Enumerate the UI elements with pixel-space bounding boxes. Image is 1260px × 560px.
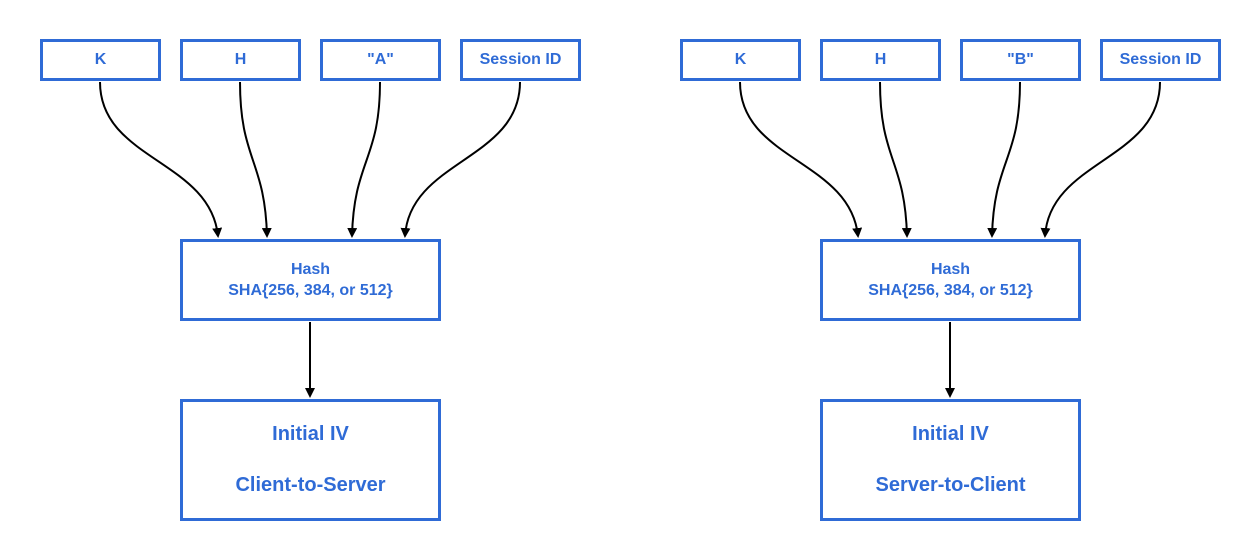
- hash-box: Hash SHA{256, 384, or 512}: [820, 239, 1081, 321]
- arrow-h-to-hash-left: [239, 81, 272, 238]
- hash-title: Hash: [290, 261, 331, 278]
- arrow-a-to-hash-left: [347, 81, 381, 238]
- input-letter-box: "A": [320, 39, 441, 81]
- input-k-box: K: [680, 39, 801, 81]
- hash-title: Hash: [930, 261, 971, 278]
- input-h-label: H: [874, 51, 887, 68]
- arrow-session-to-hash-right: [1040, 81, 1161, 238]
- hash-algorithm: SHA{256, 384, or 512}: [228, 282, 393, 299]
- input-session-id-box: Session ID: [1100, 39, 1221, 81]
- arrow-session-to-hash-left: [400, 81, 521, 238]
- initial-iv-title: Initial IV: [912, 423, 989, 445]
- initial-iv-box: Initial IV Client-to-Server: [180, 399, 441, 521]
- hash-algorithm: SHA{256, 384, or 512}: [868, 282, 1033, 299]
- input-h-box: H: [180, 39, 301, 81]
- input-h-label: H: [234, 51, 247, 68]
- input-k-box: K: [40, 39, 161, 81]
- input-letter-label: "B": [1007, 51, 1034, 68]
- input-h-box: H: [820, 39, 941, 81]
- initial-iv-direction: Client-to-Server: [235, 474, 386, 496]
- arrow-b-to-hash-right: [987, 81, 1021, 238]
- input-session-id-box: Session ID: [460, 39, 581, 81]
- initial-iv-title: Initial IV: [272, 423, 349, 445]
- arrow-k-to-hash-right: [739, 81, 863, 238]
- initial-iv-direction: Server-to-Client: [875, 474, 1026, 496]
- input-letter-box: "B": [960, 39, 1081, 81]
- hash-box: Hash SHA{256, 384, or 512}: [180, 239, 441, 321]
- input-session-id-label: Session ID: [1119, 51, 1202, 68]
- input-session-id-label: Session ID: [479, 51, 562, 68]
- initial-iv-box: Initial IV Server-to-Client: [820, 399, 1081, 521]
- input-letter-label: "A": [367, 51, 394, 68]
- input-k-label: K: [734, 51, 747, 68]
- arrow-k-to-hash-left: [99, 81, 223, 238]
- input-k-label: K: [94, 51, 107, 68]
- arrow-h-to-hash-right: [879, 81, 912, 238]
